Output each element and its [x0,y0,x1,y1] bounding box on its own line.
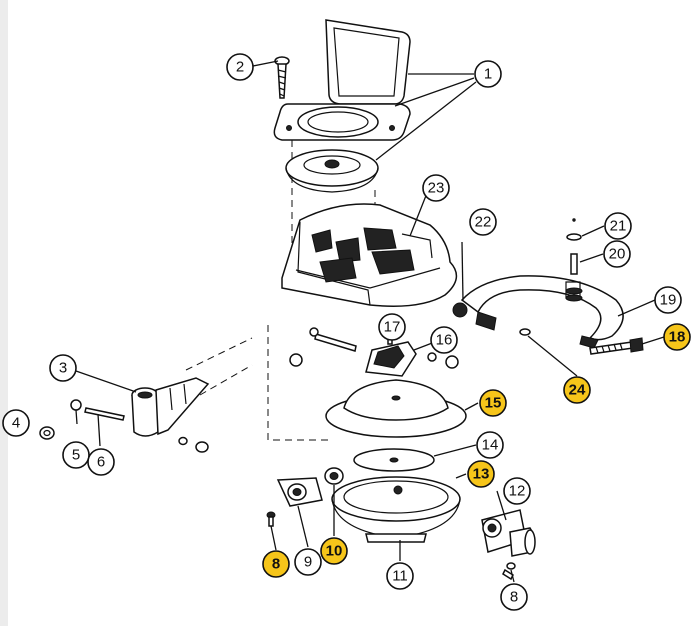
part-valve-10 [324,467,344,485]
callout-23: 23 [422,174,450,202]
callout-label: 8 [272,556,280,573]
callout-16: 16 [430,326,458,354]
callout-leader-lines [75,60,665,583]
callout-11: 11 [386,562,414,590]
callout-label: 10 [326,543,343,560]
part-screw-2 [274,56,290,99]
callout-label: 17 [384,319,401,336]
part-washer-21 [566,218,582,241]
callout-1: 1 [474,60,502,88]
callout-2: 2 [226,53,254,81]
callout-18-highlighted: 18 [663,323,691,351]
callout-19: 19 [654,286,682,314]
callout-14: 14 [476,431,504,459]
callout-label: 13 [473,466,490,483]
callout-label: 24 [569,382,586,399]
callout-label: 23 [428,180,445,197]
callout-9: 9 [294,548,322,576]
callout-4: 4 [2,409,30,437]
callout-8: 8 [500,583,528,611]
callout-5: 5 [62,441,90,469]
callout-21: 21 [604,212,632,240]
callout-label: 4 [12,415,20,432]
part-lid-assembly [273,19,411,193]
callout-17: 17 [378,313,406,341]
part-washer-4 [39,426,55,440]
callout-label: 1 [484,66,492,83]
callout-label: 22 [475,214,492,231]
callout-label: 2 [236,59,244,76]
callout-label: 3 [59,360,67,377]
callout-label: 19 [660,292,677,309]
callout-24-highlighted: 24 [563,376,591,404]
callout-label: 14 [482,437,499,454]
part-nut-22 [452,302,468,318]
part-clamp-ring-19 [460,275,624,349]
part-oring-24 [519,328,531,336]
callout-label: 9 [304,554,312,571]
part-pin-20 [570,253,578,275]
callout-label: 20 [609,246,626,263]
part-bolt-18 [589,337,644,355]
part-outlet-elbow-12 [481,509,536,557]
callout-13-highlighted: 13 [467,460,495,488]
part-pin-6 [84,407,125,421]
part-pump-mechanism-16 [289,327,459,377]
part-handle-3 [131,377,210,437]
callout-8-highlighted: 8 [262,550,290,578]
part-valve-disc-14 [353,448,435,472]
callout-label: 5 [72,447,80,464]
part-base-casting-23 [281,203,458,307]
callout-3: 3 [49,354,77,382]
callout-label: 21 [610,218,627,235]
callout-label: 11 [392,568,408,585]
callout-15-highlighted: 15 [479,389,507,417]
callout-label: 15 [485,395,502,412]
part-screw-8-left [266,511,276,527]
callout-label: 8 [510,589,518,606]
callout-20: 20 [603,240,631,268]
callout-label: 12 [509,483,526,500]
part-handle-washers [178,436,209,453]
part-screw-8-right [502,562,516,581]
callout-label: 18 [669,329,686,346]
callout-22: 22 [469,208,497,236]
part-port-flange-9 [276,477,323,507]
callout-label: 16 [436,332,453,349]
callout-6: 6 [87,448,115,476]
page-edge-shade [0,0,8,626]
part-washer-5 [70,399,82,411]
part-pump-body-11 [331,476,461,543]
callout-10-highlighted: 10 [320,537,348,565]
callout-12: 12 [503,477,531,505]
callout-label: 6 [97,454,105,471]
part-diaphragm-15 [325,379,467,438]
